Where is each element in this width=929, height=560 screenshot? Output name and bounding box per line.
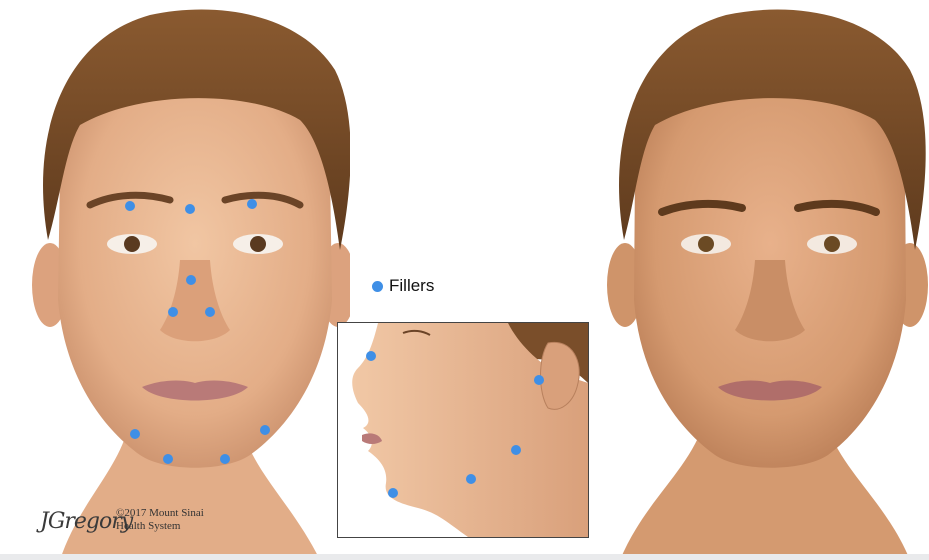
copyright-line-2: Health System [116, 520, 204, 533]
filler-dot [366, 351, 376, 361]
left-iris [124, 236, 140, 252]
filler-dot [247, 199, 257, 209]
left-face-panel [20, 0, 350, 560]
filler-dot [388, 488, 398, 498]
filler-dot [260, 425, 270, 435]
filler-dot [511, 445, 521, 455]
illustrator-credit: JGregory ©2017 Mount Sinai Health System [40, 505, 230, 555]
legend-dot-icon [372, 281, 383, 292]
filler-dot [185, 204, 195, 214]
filler-dot [130, 429, 140, 439]
bottom-edge [0, 554, 929, 560]
filler-dot [220, 454, 230, 464]
right-iris [250, 236, 266, 252]
left-iris [698, 236, 714, 252]
left-face-illustration [20, 0, 350, 560]
filler-dot [163, 454, 173, 464]
filler-dot [125, 201, 135, 211]
filler-dot [466, 474, 476, 484]
copyright-line-1: ©2017 Mount Sinai [116, 507, 204, 520]
filler-dot [186, 275, 196, 285]
legend-label: Fillers [389, 276, 434, 296]
right-face-illustration [600, 0, 929, 560]
filler-dot [534, 375, 544, 385]
right-iris [824, 236, 840, 252]
right-face-panel [600, 0, 929, 560]
filler-dot [205, 307, 215, 317]
profile-illustration [338, 323, 588, 537]
profile-inset [337, 322, 589, 538]
copyright-notice: ©2017 Mount Sinai Health System [116, 507, 204, 533]
legend: Fillers [372, 276, 434, 296]
filler-dot [168, 307, 178, 317]
